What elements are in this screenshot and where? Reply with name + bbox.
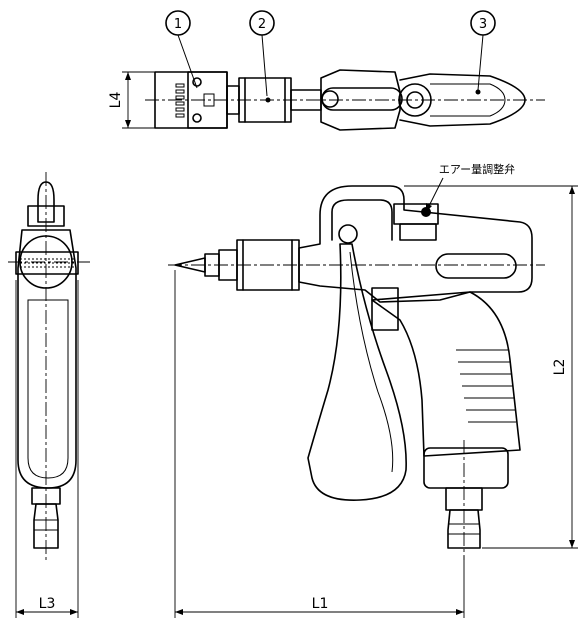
bolt-top <box>192 77 202 87</box>
dimension-l3-label: L3 <box>39 596 56 612</box>
pivot <box>321 90 339 108</box>
top-view: 1 2 3 L4 <box>108 10 545 131</box>
dimension-l1: L1 <box>174 270 465 618</box>
side-pivot <box>338 224 358 244</box>
dimension-l2-label: L2 <box>552 359 568 376</box>
air-valve-label: エアー量調整弁 <box>439 162 515 176</box>
callout-1: 1 <box>165 10 198 89</box>
callout-2-label: 2 <box>258 17 266 32</box>
air-valve-annotation: エアー量調整弁 <box>425 162 515 213</box>
dimension-l1-label: L1 <box>312 596 329 612</box>
side-trigger-edge <box>349 251 394 473</box>
side-grip <box>371 291 521 457</box>
callout-3: 3 <box>470 10 496 91</box>
front-body <box>17 229 77 489</box>
front-view: L3 <box>8 172 90 618</box>
callout-2: 2 <box>249 10 275 97</box>
front-grip <box>27 299 69 479</box>
side-trigger <box>307 243 407 501</box>
bolt-bottom <box>192 113 202 123</box>
front-valve <box>37 181 55 223</box>
dimension-l3: L3 <box>15 280 79 618</box>
trigger-body <box>320 69 401 131</box>
callout-1-label: 1 <box>174 17 182 32</box>
dimension-l4-label: L4 <box>108 92 124 109</box>
side-grip-block <box>371 287 399 331</box>
vent-holes <box>175 83 185 118</box>
side-fitting <box>447 509 481 549</box>
side-body <box>298 185 533 303</box>
dimension-l2: L2 <box>404 185 578 549</box>
front-ionizer-band <box>15 251 79 275</box>
handle-top-inner <box>430 83 506 117</box>
air-valve-body <box>399 223 437 241</box>
side-view: エアー量調整弁 L2 L1 <box>168 162 578 618</box>
dimension-l4: L4 <box>108 71 155 129</box>
front-vent-dots <box>20 258 74 268</box>
side-hook <box>331 199 393 241</box>
callout-3-label: 3 <box>479 17 487 32</box>
handle-dot <box>475 89 481 95</box>
side-slot <box>435 253 517 279</box>
air-valve-knob <box>393 203 439 225</box>
grip-ribs <box>456 349 516 423</box>
